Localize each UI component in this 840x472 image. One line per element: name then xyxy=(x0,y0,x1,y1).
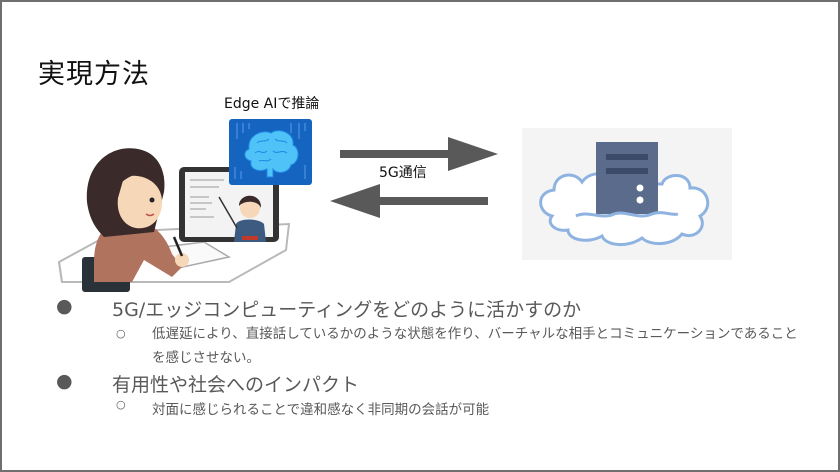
brain-ai-icon xyxy=(229,119,312,185)
bullet-dot: ● xyxy=(56,295,73,317)
slide-title: 実現方法 xyxy=(38,59,150,90)
arrow-right-icon xyxy=(340,137,498,171)
bullet-1-text: 5G/エッジコンピューティングをどのように活かすのか xyxy=(112,299,582,321)
bullet-dot: ● xyxy=(56,370,73,392)
5g-communication-label: 5G通信 xyxy=(379,165,427,181)
edge-ai-label: Edge AIで推論 xyxy=(224,96,320,112)
arrow-left-icon xyxy=(330,184,488,218)
sub-bullet-circle: ○ xyxy=(116,398,126,411)
student-tablet-illustration xyxy=(57,148,291,292)
sub-bullet-1-text: 低遅延により、直接話しているかのような状態を作り、バーチャルな相手とコミュニケー… xyxy=(152,326,798,366)
bullet-2-text: 有用性や社会へのインパクト xyxy=(112,374,360,396)
cloud-server-icon xyxy=(522,128,732,260)
sub-bullet-2-text: 対面に感じられることで違和感なく非同期の会話が可能 xyxy=(152,402,490,418)
sub-bullet-circle: ○ xyxy=(116,327,126,340)
